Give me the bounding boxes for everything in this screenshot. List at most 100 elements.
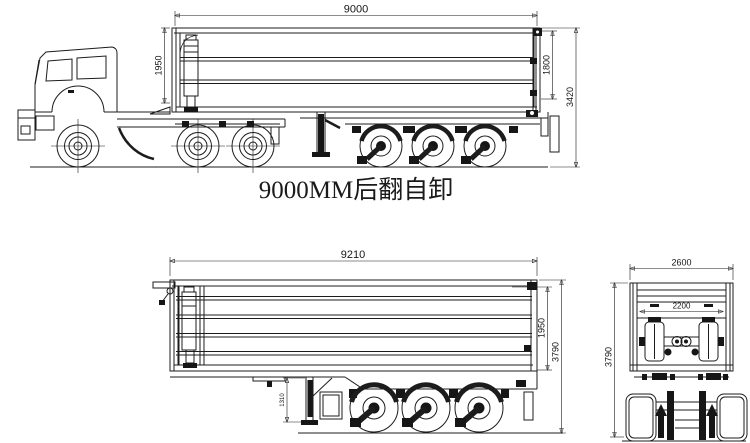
corner-brace [179, 34, 199, 55]
dim-rear-height: 1800 [541, 31, 557, 99]
axle-assembly-rear [639, 317, 724, 362]
hoist-arrow-right [706, 404, 718, 416]
axle-wheel-3 [454, 382, 504, 433]
kingpin-plate [252, 376, 286, 382]
tailgate-latch [524, 345, 531, 351]
dim-overall-height-rear: 3790 [604, 283, 628, 437]
axle-hub [680, 336, 692, 347]
rail-clip [704, 304, 713, 307]
dim-overall-height-side: 3790 [539, 280, 566, 433]
body-rear [629, 282, 734, 372]
trailer-side-view: 9210 1950 3790 1310 [152, 249, 566, 433]
dim-inner-width: 2200 [640, 302, 723, 312]
toolbox-lid [322, 394, 340, 417]
rear-bracket [516, 380, 526, 387]
frame-block [698, 374, 703, 380]
hanger [396, 389, 405, 398]
exhaust-hose [117, 127, 155, 161]
cylinder-rod [186, 95, 196, 109]
cab-window-rear [76, 55, 107, 80]
tailgate-latch [530, 58, 537, 64]
dim-label-1950-side: 1950 [537, 318, 547, 338]
body-outline [171, 27, 541, 113]
underframe-rear [622, 373, 748, 442]
dim-label-2200: 2200 [673, 302, 691, 311]
front-wheel [51, 119, 105, 173]
hanger [449, 389, 458, 398]
axle-stub [718, 337, 724, 346]
equalizer [455, 126, 467, 133]
brake-chamber [691, 348, 699, 356]
ground-tire-right [716, 393, 748, 442]
landing-gear-inner [318, 114, 324, 152]
dim-label-1310: 1310 [280, 393, 286, 407]
hoist-cylinder [183, 39, 199, 97]
dim-label-9210: 9210 [341, 249, 365, 261]
stake-panels [179, 32, 535, 108]
rear-mudflap [549, 115, 560, 153]
tipper-body-side [171, 27, 542, 117]
front-bumper [17, 109, 36, 141]
ground-tire-left [625, 393, 657, 442]
cylinder-base [184, 107, 198, 112]
rear-bumper [540, 117, 549, 137]
rail-clip [650, 304, 659, 307]
spring-hanger [219, 121, 226, 127]
dim-body-height: 1950 [512, 287, 552, 370]
door-handle [68, 90, 74, 93]
trailer-wheel-2 [409, 123, 455, 168]
equalizer [403, 126, 415, 133]
frame-block [642, 374, 647, 380]
axle-wheel-1 [349, 382, 399, 433]
cab-wheel-arch [51, 85, 105, 113]
spring-seat [648, 317, 661, 322]
spring-hanger [182, 121, 189, 127]
landing-gear-brace [312, 377, 333, 397]
landing-gear-inner [307, 380, 313, 417]
hinge-pin [535, 29, 540, 35]
landing-gear-foot [301, 420, 318, 425]
hoist-arrow-right-stem [709, 416, 715, 438]
pivot-pin [529, 110, 535, 116]
body-side [152, 279, 538, 372]
trailer-rear-view: 2600 2200 3790 [604, 258, 748, 442]
dim-overall-width: 2600 [630, 258, 733, 280]
hoist-arrow-left-stem [658, 416, 664, 438]
cab-window-front [45, 58, 73, 82]
front-beam [152, 281, 176, 289]
spring-seat [702, 317, 715, 322]
kingpin [267, 381, 272, 387]
frame-block [652, 373, 667, 380]
hanger [501, 389, 509, 398]
axle-hub [671, 336, 683, 347]
hub-pin [675, 339, 679, 344]
dim-label-3790-rear: 3790 [604, 347, 614, 367]
hub-pin [684, 339, 688, 344]
windshield-line [34, 59, 40, 85]
trailer-wheel-1 [357, 123, 403, 168]
tailgate-latch [530, 90, 537, 96]
dim-label-2600: 2600 [671, 258, 691, 268]
dim-cargo-length: 9000 [175, 4, 537, 26]
hoist-cylinder [181, 291, 197, 351]
dim-label-1950: 1950 [154, 55, 164, 75]
bogie-post [667, 391, 674, 440]
cylinder-base [183, 363, 197, 368]
fifth-wheel-ramp [149, 106, 171, 115]
landing-gear-crank [324, 118, 341, 130]
drawing-title: 9000MM后翻自卸 [258, 177, 454, 204]
front-pulley [166, 287, 174, 295]
dim-label-9000: 9000 [344, 4, 368, 16]
hanger [509, 126, 518, 133]
bogie-post [699, 391, 706, 440]
cylinder-cap [183, 286, 195, 293]
landing-gear-foot [312, 152, 330, 157]
side-step-box [35, 115, 55, 131]
frame-block [723, 374, 728, 380]
dim-landing-gear-height: 1310 [280, 378, 305, 422]
hanger [352, 126, 361, 133]
mudflap [270, 126, 280, 145]
toolbox [319, 391, 343, 420]
